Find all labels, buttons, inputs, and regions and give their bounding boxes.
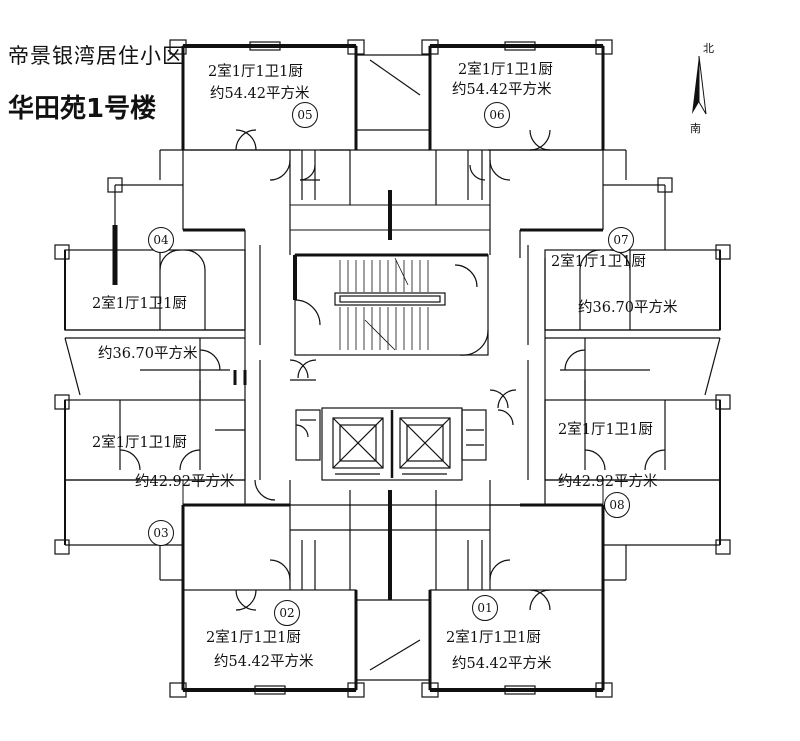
unit-08-area: 约42.92平方米 (558, 474, 658, 490)
unit-03-number: 03 (148, 520, 174, 546)
unit-06-area: 约54.42平方米 (452, 82, 552, 98)
unit-01-layout: 2室1厅1卫1厨 (446, 630, 541, 646)
compass-south-label: 南 (690, 122, 701, 135)
unit-07-layout: 2室1厅1卫1厨 (551, 254, 646, 270)
unit-05-layout: 2室1厅1卫1厨 (208, 64, 303, 80)
unit-01-number: 01 (472, 595, 498, 621)
elevator-2 (399, 417, 451, 469)
unit-03-area: 约42.92平方米 (135, 474, 235, 490)
unit-06-number: 06 (484, 102, 510, 128)
unit-01-area: 约54.42平方米 (452, 656, 552, 672)
compass-north-label: 北 (703, 42, 714, 55)
unit-07-number: 07 (608, 227, 634, 253)
unit-08-outline (544, 399, 721, 481)
unit-03-layout: 2室1厅1卫1厨 (92, 435, 187, 451)
elevator-1 (332, 417, 384, 469)
unit-05-area: 约54.42平方米 (210, 86, 310, 102)
unit-08-layout: 2室1厅1卫1厨 (558, 422, 653, 438)
unit-04-outline (64, 249, 246, 331)
unit-08-number: 08 (604, 492, 630, 518)
building-name: 华田苑1号楼 (8, 94, 157, 124)
unit-02-layout: 2室1厅1卫1厨 (206, 630, 301, 646)
unit-07-area: 约36.70平方米 (578, 300, 678, 316)
unit-04-area: 约36.70平方米 (98, 346, 198, 362)
unit-02-area: 约54.42平方米 (214, 654, 314, 670)
unit-04-number: 04 (148, 227, 174, 253)
unit-02-number: 02 (274, 600, 300, 626)
project-title: 帝景银湾居住小区 (8, 44, 184, 68)
unit-06-layout: 2室1厅1卫1厨 (458, 62, 553, 78)
unit-05-number: 05 (292, 102, 318, 128)
unit-04-layout: 2室1厅1卫1厨 (92, 296, 187, 312)
